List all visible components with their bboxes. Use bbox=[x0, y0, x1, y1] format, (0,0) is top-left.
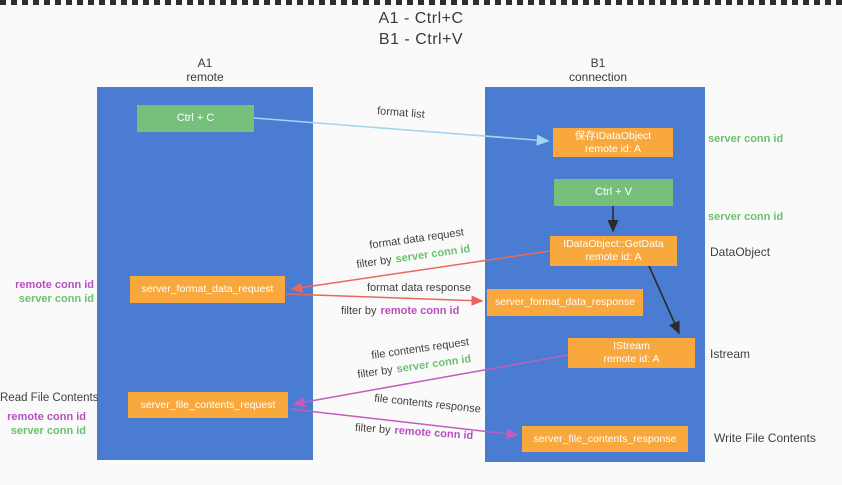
lane-b1-name: B1 bbox=[590, 56, 606, 70]
annotation-server-conn-id-top: server conn id bbox=[708, 133, 784, 145]
lane-a1-name: A1 bbox=[197, 56, 213, 70]
node-save-idataobject: 保存IDataObject remote id: A bbox=[553, 128, 673, 157]
lane-header-b1: B1 connection bbox=[528, 56, 668, 84]
filter-by-text: filter by bbox=[356, 364, 394, 381]
diagram-title-line1: A1 - Ctrl+C bbox=[378, 10, 464, 27]
node-ctrl-v: Ctrl + V bbox=[554, 179, 673, 206]
ctrl-c-label: Ctrl + C bbox=[176, 112, 215, 124]
server-file-contents-request-label: server_file_contents_request bbox=[140, 398, 276, 411]
annotation-conn-ids-upper: remote conn id server conn id bbox=[10, 278, 94, 306]
server-file-contents-response-label: server_file_contents_response bbox=[533, 432, 677, 445]
annotation-conn-ids-lower: remote conn id server conn id bbox=[2, 410, 86, 438]
annotation-write-file-contents: Write File Contents bbox=[714, 431, 816, 445]
diagram-title-line2: B1 - Ctrl+V bbox=[378, 31, 464, 48]
lane-b1-subtitle: connection bbox=[568, 70, 628, 84]
node-idataobject-getdata: IDataObject::GetData remote id: A bbox=[550, 236, 677, 266]
annotation-server-conn-id-mid: server conn id bbox=[708, 211, 784, 223]
node-istream: IStream remote id: A bbox=[568, 338, 695, 368]
node-server-file-contents-response: server_file_contents_response bbox=[522, 426, 688, 452]
node-server-format-data-request: server_format_data_request bbox=[130, 276, 285, 303]
phase-separator-dotted-line bbox=[0, 0, 842, 5]
annotation-read-file-contents: Read File Contents bbox=[0, 392, 99, 404]
annotation-remote-conn-id-upper: remote conn id bbox=[15, 279, 94, 291]
node-server-format-data-response: server_format_data_response bbox=[487, 289, 643, 316]
ctrl-v-label: Ctrl + V bbox=[595, 186, 632, 198]
lane-header-a1: A1 remote bbox=[135, 56, 275, 84]
save-idataobject-line1: 保存IDataObject bbox=[574, 129, 652, 142]
node-ctrl-c: Ctrl + C bbox=[137, 105, 254, 132]
annotation-dataobject: DataObject bbox=[710, 245, 771, 259]
filter-by-text: filter by bbox=[354, 421, 391, 437]
remote-conn-id-text: remote conn id bbox=[394, 424, 474, 443]
edge-label-format-data-response: format data response bbox=[367, 282, 471, 294]
annotation-remote-conn-id-lower: remote conn id bbox=[7, 411, 86, 423]
node-server-file-contents-request: server_file_contents_request bbox=[128, 392, 288, 418]
lane-a1-subtitle: remote bbox=[186, 70, 224, 84]
annotation-server-conn-id-lower: server conn id bbox=[10, 425, 86, 437]
getdata-line2: remote id: A bbox=[585, 251, 642, 263]
filter-by-text: filter by bbox=[341, 305, 377, 317]
edge-label-format-list: format list bbox=[376, 105, 426, 121]
arrow-format-data-response bbox=[285, 293, 484, 306]
remote-conn-id-text: remote conn id bbox=[380, 305, 460, 317]
annotation-server-conn-id-upper: server conn id bbox=[18, 293, 94, 305]
istream-line1: IStream bbox=[613, 340, 650, 352]
save-idataobject-line2: remote id: A bbox=[584, 142, 642, 155]
edge-label-file-contents-response: file contents response bbox=[373, 392, 482, 416]
istream-line2: remote id: A bbox=[603, 353, 660, 365]
server-format-data-response-label: server_format_data_response bbox=[494, 296, 636, 308]
filter-by-text: filter by bbox=[355, 254, 393, 271]
annotation-istream: Istream bbox=[710, 347, 751, 361]
server-format-data-request-label: server_format_data_request bbox=[141, 283, 274, 295]
getdata-line1: IDataObject::GetData bbox=[563, 238, 664, 250]
